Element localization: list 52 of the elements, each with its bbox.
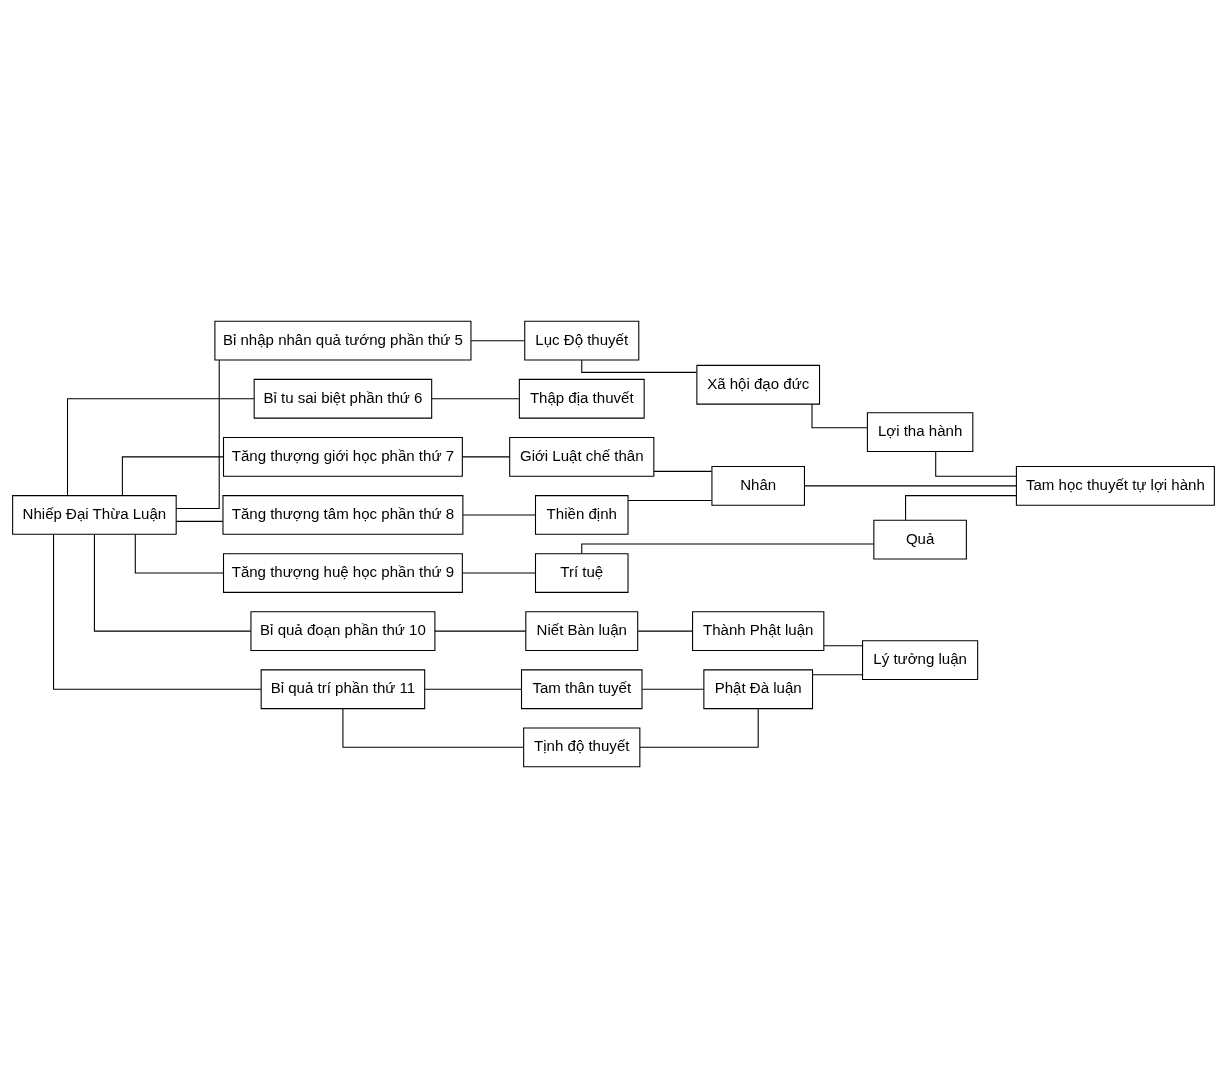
node-box: Tăng thượng huệ học phần thứ 9 — [222, 553, 463, 593]
connector — [637, 630, 693, 632]
connector — [812, 674, 863, 676]
connector — [627, 499, 713, 501]
connector — [431, 398, 520, 400]
node-box: Thập địa thuvết — [518, 378, 645, 419]
connector — [462, 514, 536, 516]
node-box: Trí tuệ — [534, 553, 629, 593]
connector — [935, 451, 1017, 477]
connector — [175, 520, 224, 522]
node-box: Thiền định — [534, 495, 629, 535]
connector — [461, 456, 510, 458]
node-box: Lục Độ thuyết — [524, 320, 640, 361]
connector — [804, 485, 1017, 487]
node-box: Tam học thuyết tự lợi hành — [1015, 466, 1215, 506]
connector — [470, 340, 525, 342]
connector — [53, 534, 262, 690]
node-box: Quả — [873, 519, 967, 560]
connector — [461, 572, 536, 574]
node-box: Bỉ quả trí phần thứ 11 — [260, 669, 426, 710]
connector — [641, 688, 705, 690]
connector — [134, 534, 224, 574]
connector — [823, 645, 863, 647]
node-box: Giới Luật chế thân — [509, 436, 655, 477]
node-box: Bỉ quả đoạn phần thứ 10 — [250, 611, 436, 652]
node-box: Nhiếp Đại Thừa Luận — [12, 495, 177, 535]
connector — [434, 630, 527, 632]
connector — [121, 456, 224, 496]
connector — [581, 543, 875, 555]
node-box: Nhân — [711, 466, 805, 506]
connector — [581, 359, 698, 373]
node-box: Phật Đà luận — [703, 669, 814, 710]
connector — [93, 534, 252, 632]
node-box: Xã hội đạo đức — [696, 364, 821, 405]
node-box: Lợi tha hành — [866, 412, 974, 453]
node-box: Thành Phật luận — [692, 611, 825, 652]
connector — [811, 403, 868, 429]
node-box: Niết Bàn luận — [525, 611, 639, 652]
node-box: Bỉ tu sai biệt phần thứ 6 — [253, 378, 433, 419]
connector — [66, 398, 255, 496]
connector — [653, 470, 713, 472]
connector — [905, 495, 1017, 521]
connector — [424, 688, 523, 690]
node-box: Tăng thượng tâm học phần thứ 8 — [222, 495, 464, 535]
connector — [175, 359, 220, 510]
node-box: Tam thân tuyết — [521, 669, 643, 710]
node-box: Tăng thượng giới học phần thứ 7 — [222, 436, 463, 477]
node-box: Tịnh độ thuyết — [523, 727, 641, 768]
node-box: Lý tưởng luận — [862, 640, 979, 681]
connector — [342, 708, 525, 748]
node-box: Bỉ nhập nhân quả tướng phần thứ 5 — [214, 320, 472, 361]
connector — [639, 708, 759, 748]
